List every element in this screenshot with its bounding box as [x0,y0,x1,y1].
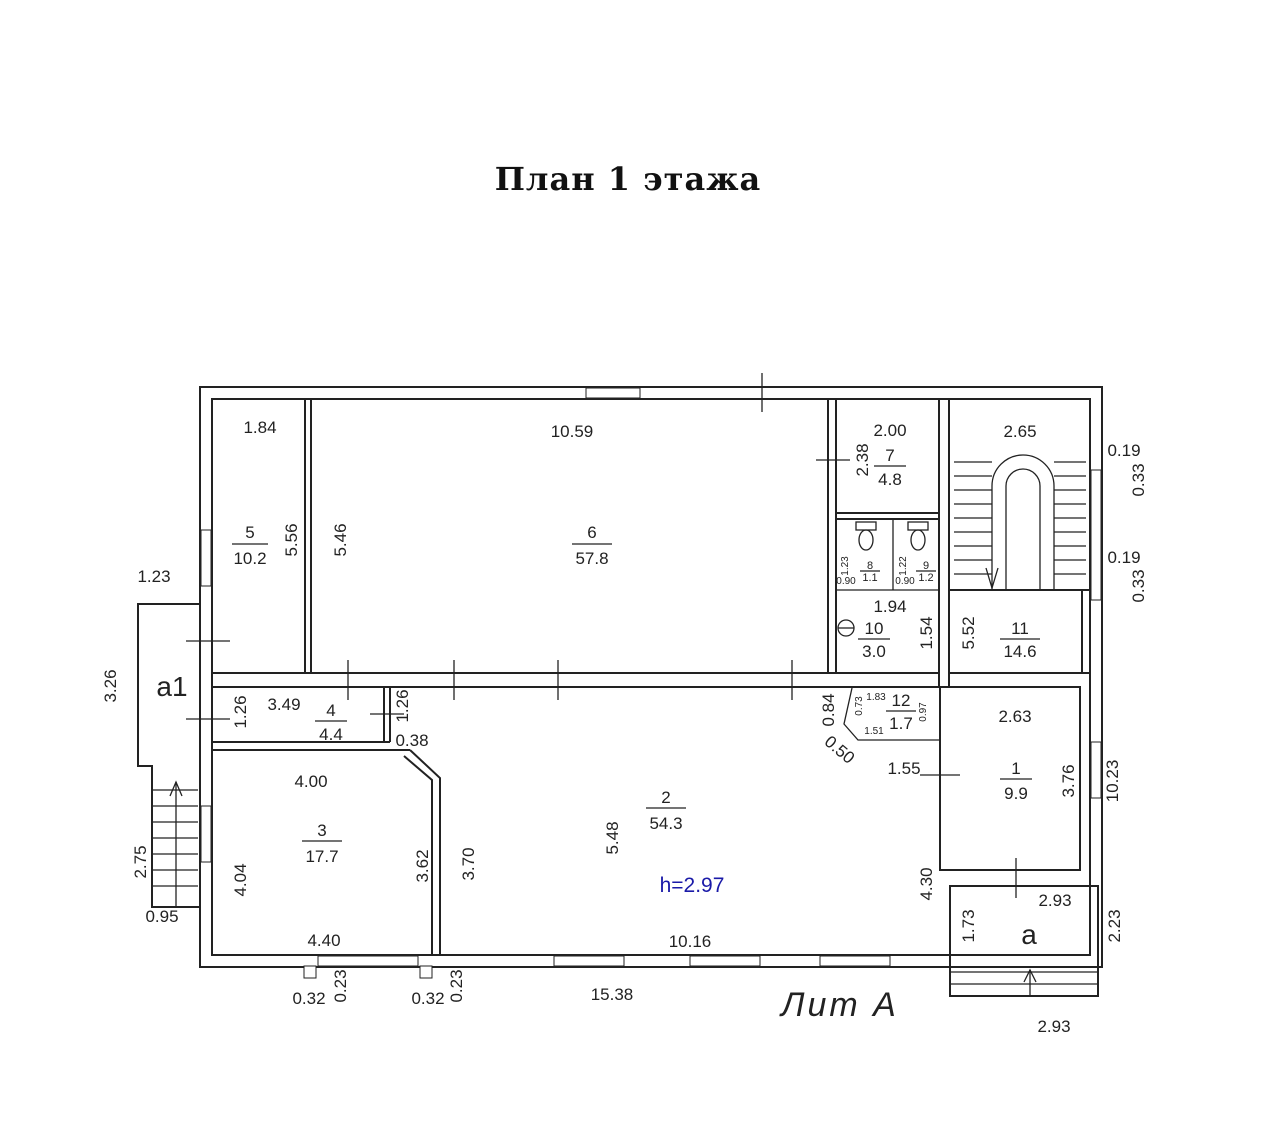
dim-label: 0.33 [1129,463,1148,496]
dim-label: 2.93 [1037,1017,1070,1036]
dim-label: 0.97 [918,702,929,722]
dim-label: 1.22 [898,556,909,576]
room-7-area: 4.8 [878,470,902,489]
dim-label: 0.73 [854,696,865,716]
dim-label: 0.19 [1107,441,1140,460]
dim-label: 0.32 [411,989,444,1008]
dim-label: 0.23 [447,969,466,1002]
dim-label: 2.65 [1003,422,1036,441]
dim-label: 0.33 [1129,569,1148,602]
main-staircase [954,454,1086,591]
dim-label: 2.63 [998,707,1031,726]
room-labels: 5 10.2 6 57.8 7 4.8 8 1.1 9 1.2 10 3.0 1… [156,446,1040,950]
annex-a [949,885,1099,997]
dim-label: 2.38 [853,443,872,476]
dim-label: 0.90 [895,576,915,587]
room-7-number: 7 [885,446,894,465]
room-3-number: 3 [317,821,326,840]
dim-label: 1.51 [864,726,884,737]
dim-label: 3.70 [459,847,478,880]
room-1-area: 9.9 [1004,784,1028,803]
dim-label: 3.26 [101,669,120,702]
dim-label: 5.52 [959,616,978,649]
room-5-area: 10.2 [233,549,266,568]
dim-label: 1.94 [873,597,906,616]
dim-label: 5.56 [282,523,301,556]
dim-label: 10.59 [551,422,594,441]
dim-label: 0.38 [395,731,428,750]
room-6-number: 6 [587,523,596,542]
dim-label: 10.23 [1103,760,1122,803]
dim-label: 0.90 [836,576,856,587]
dim-label: 2.23 [1105,909,1124,942]
dim-label: 0.19 [1107,548,1140,567]
room-8-number: 8 [867,560,873,572]
dim-label: 2.75 [131,845,150,878]
dim-label: 4.04 [231,863,250,896]
outer-walls [199,386,1103,968]
room-4-number: 4 [326,701,335,720]
dim-label: 1.23 [840,556,851,576]
dim-label: 1.84 [243,418,276,437]
interior-walls [212,399,1090,955]
dim-label: 1.55 [887,759,920,778]
dim-label: 4.30 [917,867,936,900]
dimension-labels: 1.84 10.59 2.00 2.65 0.19 0.19 1.23 1.94… [137,418,1140,1036]
dim-label: 1.73 [959,909,978,942]
room-8-area: 1.1 [862,572,877,584]
room-10-area: 3.0 [862,642,886,661]
room-9-area: 1.2 [918,572,933,584]
room-2-number: 2 [661,788,670,807]
room-4-area: 4.4 [319,725,343,744]
annex-a1-label: a1 [156,671,187,702]
dim-label: 0.32 [292,989,325,1008]
room-12-area: 1.7 [889,714,913,733]
dim-label: 0.95 [145,907,178,926]
room-5-number: 5 [245,523,254,542]
dim-label: 0.50 [821,732,859,768]
dim-label: 1.26 [393,689,412,722]
room-12-number: 12 [892,691,911,710]
windows [200,387,1102,979]
room-9-number: 9 [923,560,929,572]
room-11-number: 11 [1011,619,1029,638]
ceiling-height: h=2.97 [660,874,725,897]
dim-label: 4.00 [294,772,327,791]
dim-label: 4.40 [307,931,340,950]
dim-label: 1.26 [231,695,250,728]
dim-label: 5.48 [603,821,622,854]
dim-label: 3.49 [267,695,300,714]
door-marks [186,373,1017,898]
dim-label: 0.84 [819,693,838,726]
dim-label: 10.16 [669,932,712,951]
dim-label: 1.23 [137,567,170,586]
plumbing-fixtures [837,521,929,637]
dim-label: 1.54 [917,616,936,649]
annex-a-label: a [1021,919,1037,950]
room-6-area: 57.8 [575,549,608,568]
room-1-number: 1 [1011,759,1020,778]
room-2-area: 54.3 [649,814,682,833]
dim-label: 2.93 [1038,891,1071,910]
annex-a1 [137,603,200,908]
dim-label: 15.38 [591,985,634,1004]
dimension-labels-vertical: 2.38 0.33 0.33 5.56 5.46 1.54 5.52 3.26 … [101,443,1148,1002]
plan-title: План 1 этажа [495,160,762,198]
lit-label: Лит А [779,986,899,1024]
dim-label: 0.23 [331,969,350,1002]
dim-label: 5.46 [331,523,350,556]
room-3-area: 17.7 [305,847,338,866]
dim-label: 3.62 [413,849,432,882]
dim-label: 3.76 [1059,764,1078,797]
dim-label: 1.83 [866,692,886,703]
dim-label: 2.00 [873,421,906,440]
room-10-number: 10 [865,619,884,638]
room-11-area: 14.6 [1003,642,1036,661]
